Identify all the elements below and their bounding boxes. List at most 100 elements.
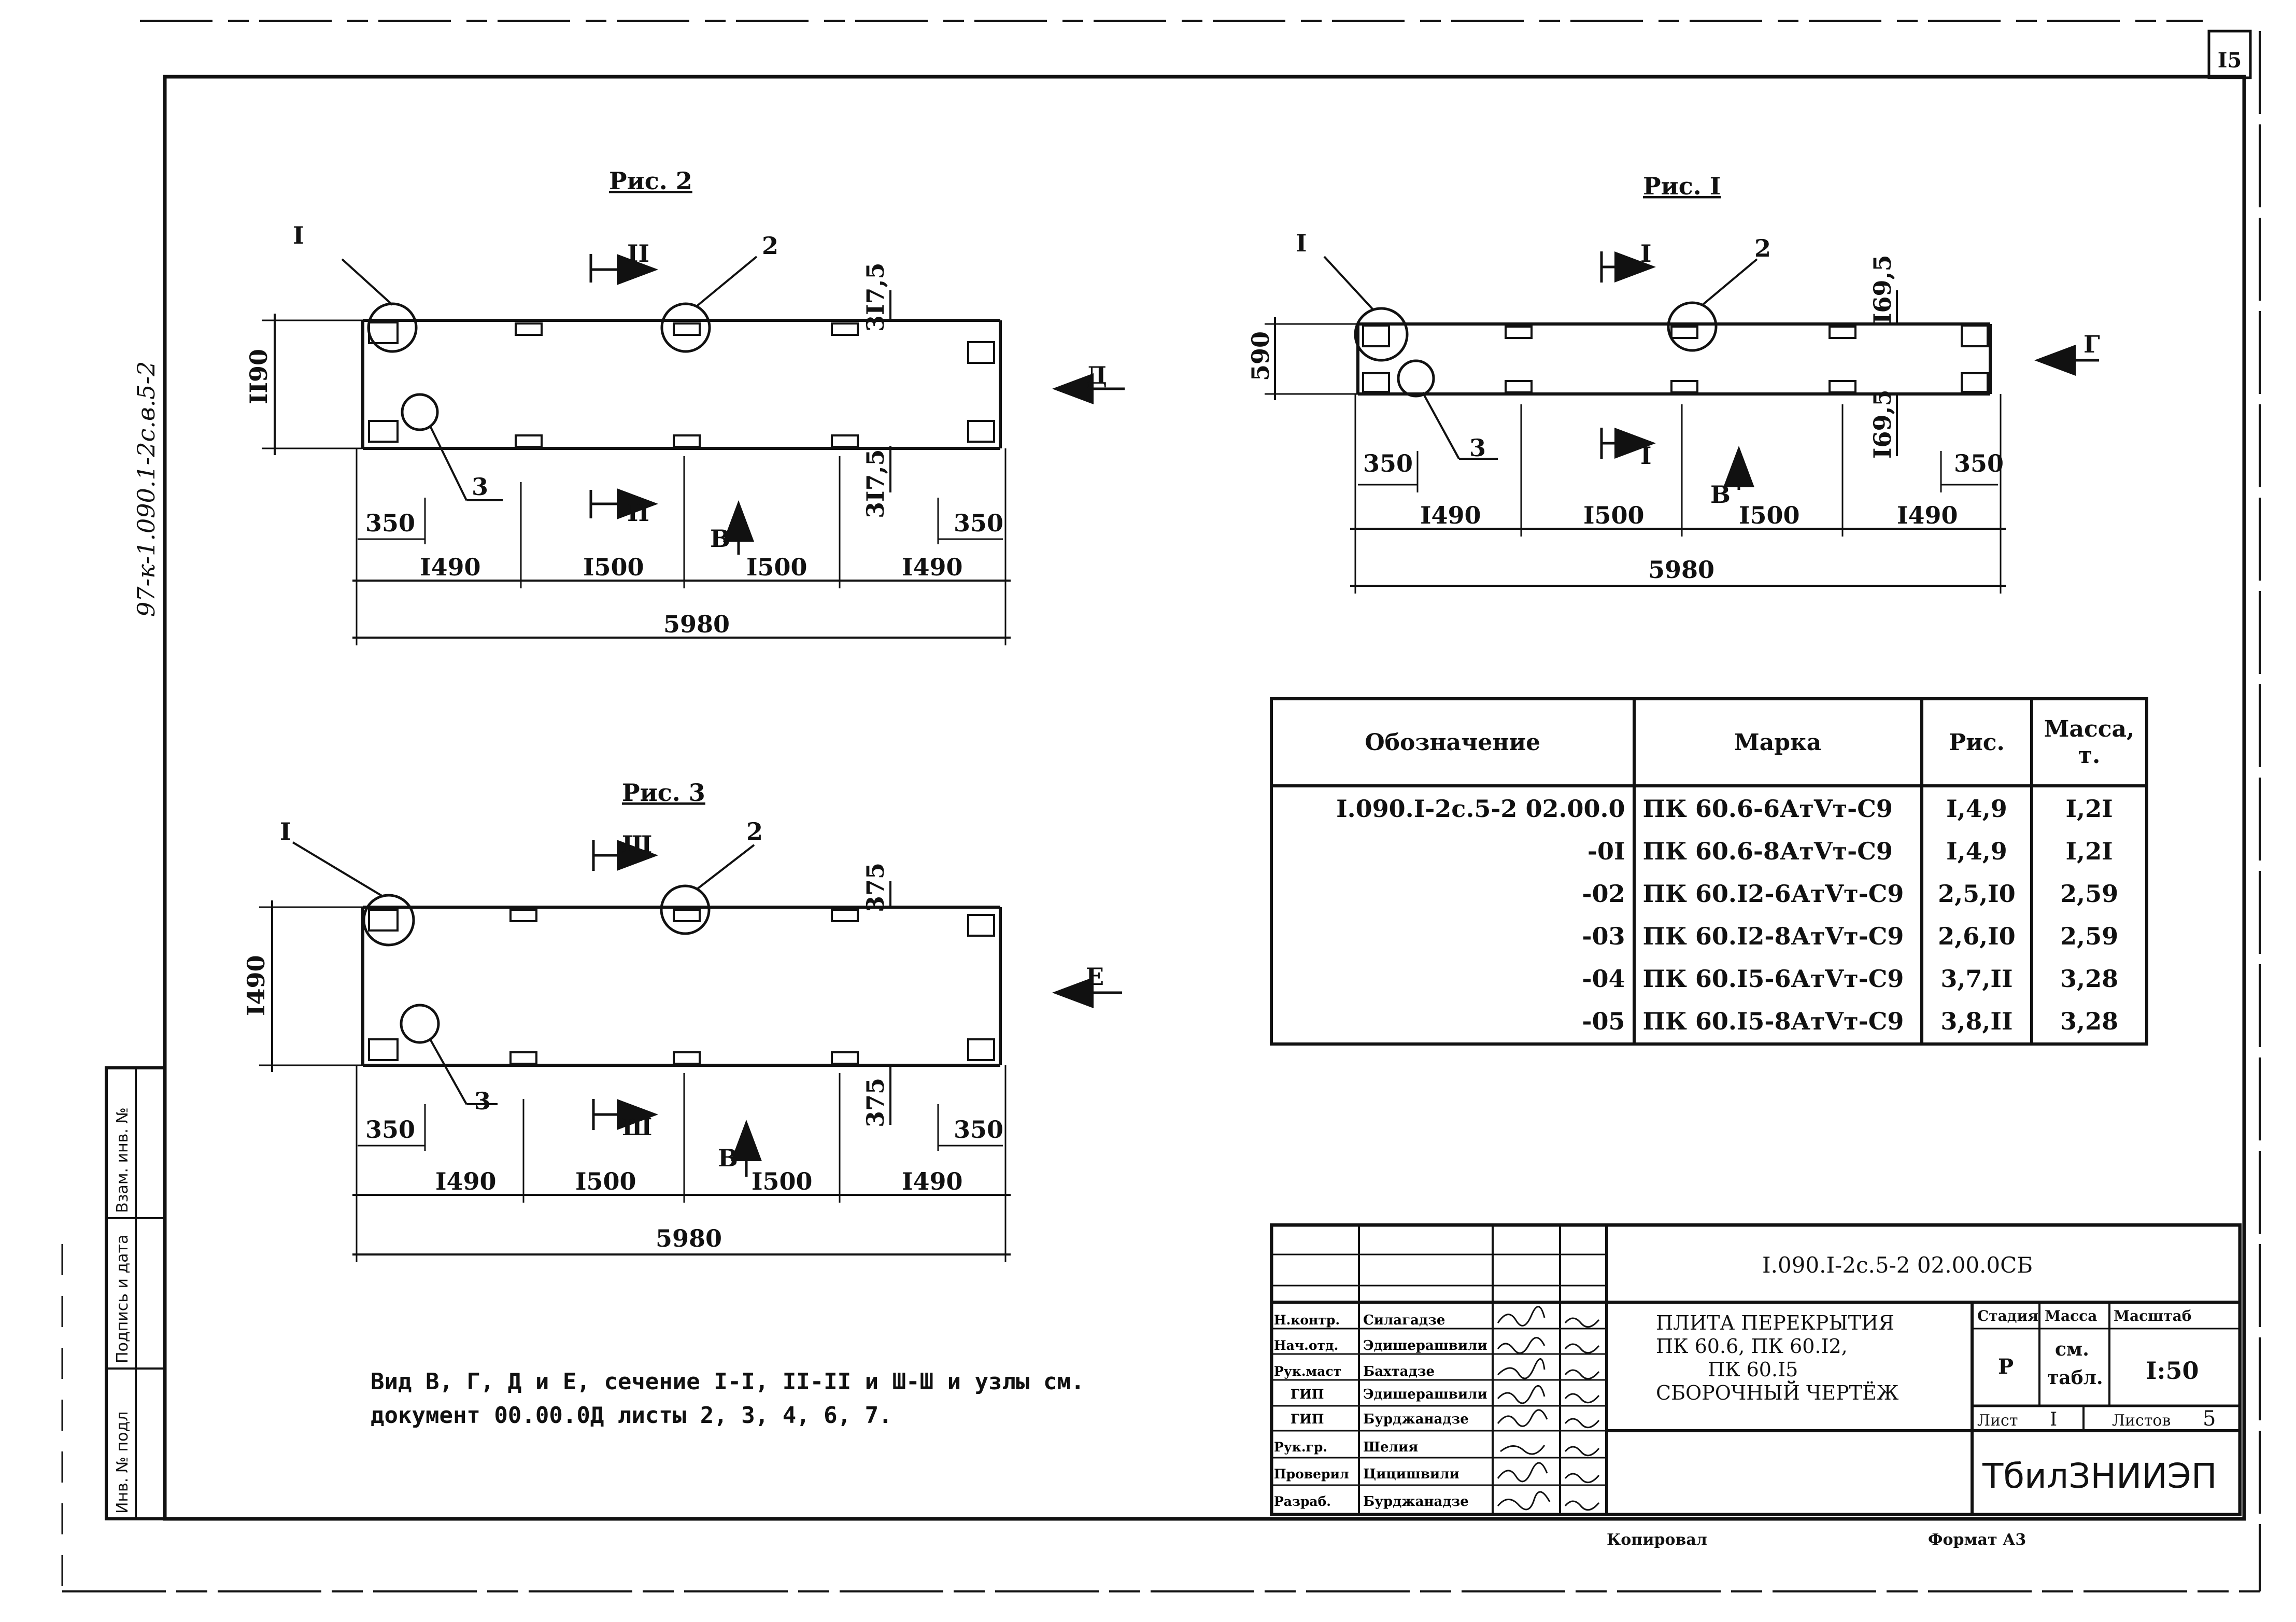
stage-label: Стадия: [1977, 1307, 2038, 1324]
role-name: Силагадзе: [1363, 1313, 1445, 1328]
figure-3-labels: Рис. 3 I 2 3 Ш Ш Е В I490 375 375 350 35…: [242, 779, 1104, 1252]
organization-name: ТбилЗНИИЭП: [1982, 1456, 2217, 1496]
fig1-total: 5980: [1648, 556, 1714, 584]
fig1-offset-top: I69,5: [1868, 255, 1896, 324]
sheet-value: I: [2050, 1409, 2057, 1430]
role-name: Шелия: [1363, 1440, 1418, 1455]
header-mass: Масса, т.: [2030, 697, 2148, 787]
fig2-callout-3: 3: [472, 473, 488, 501]
fig3-section-bottom: Ш: [622, 1113, 652, 1141]
row-figure: 3,7,II: [1920, 957, 2034, 1000]
fig3-total: 5980: [656, 1224, 722, 1252]
fig3-callout-2: 2: [746, 817, 763, 845]
role-label: Нач.отд.: [1274, 1338, 1338, 1353]
mass-label: Масса: [2045, 1307, 2097, 1324]
fig3-callout-1: I: [280, 817, 291, 845]
fig1-span-4: I490: [1897, 501, 1958, 529]
table-row: I.090.I-2с.5-2 02.00.0 ПК 60.6-6АтVт-С9 …: [1270, 786, 2148, 830]
stage-value: Р: [1998, 1355, 2014, 1379]
table-row: -0I ПК 60.6-8АтVт-С9 I,4,9 I,2I: [1270, 830, 2148, 872]
row-mass: 3,28: [2030, 957, 2148, 1000]
fig2-offset-top: 3I7,5: [861, 262, 889, 332]
fig3-offset-top: 375: [861, 863, 889, 912]
scale-label: Масштаб: [2114, 1307, 2191, 1324]
fig2-span-3: I500: [746, 553, 807, 581]
side-stamp: Инв. № подл Подпись и дата Взам. инв. №: [105, 1066, 166, 1520]
vertical-archive-code: 97-к-1.090.1-2с.в.5-2: [132, 361, 160, 617]
sheets-value: 5: [2203, 1407, 2216, 1431]
fig3-edge-right: 350: [954, 1116, 1003, 1144]
fig2-height-dim: II90: [245, 349, 273, 404]
row-mark: ПК 60.I2-6АтVт-С9: [1632, 872, 1923, 915]
side-stamp-replacement: Взам. инв. №: [114, 1107, 132, 1213]
fig2-section-bottom: II: [627, 499, 649, 527]
role-label: Рук.гр.: [1274, 1440, 1327, 1455]
role-label: Рук.маст: [1274, 1364, 1341, 1379]
fig2-span-1: I490: [420, 553, 481, 581]
table-header-row: Обозначение Марка Рис. Масса, т.: [1270, 697, 2148, 787]
drawing-note: Вид В, Г, Д и Е, сечение I-I, II-II и Ш-…: [371, 1369, 1085, 1429]
title-line-4: СБОРОЧНЫЙ ЧЕРТЁЖ: [1656, 1381, 1899, 1404]
fig2-total: 5980: [663, 610, 730, 638]
footer-copied: Копировал: [1607, 1531, 1707, 1549]
fig1-section-bottom: I: [1640, 442, 1652, 470]
fig1-span-1: I490: [1420, 501, 1481, 529]
row-designation: I.090.I-2с.5-2 02.00.0: [1270, 786, 1636, 830]
scale-value: I:50: [2146, 1357, 2199, 1385]
role-name: Бурджанадзе: [1363, 1412, 1469, 1427]
row-mark: ПК 60.I5-8АтVт-С9: [1632, 1000, 1923, 1046]
fig1-callout-2: 2: [1754, 234, 1771, 262]
row-designation: -02: [1270, 872, 1636, 915]
figure-2-labels: Рис. 2 I 2 3 II II Д В II90 3I7,5 3I7,5 …: [245, 167, 1107, 638]
side-stamp-signature: Подпись и дата: [114, 1235, 132, 1364]
header-figure: Рис.: [1920, 697, 2034, 787]
fig1-callout-3: 3: [1469, 434, 1486, 462]
title-block-roles: Н.контр. Силагадзе Нач.отд. Эдишерашвили…: [1274, 1313, 1487, 1510]
fig3-span-1: I490: [435, 1167, 497, 1195]
fig2-view-mark: Д: [1086, 361, 1107, 389]
fig2-edge-left: 350: [365, 509, 415, 537]
fig3-view-b: В: [718, 1144, 738, 1172]
fig2-view-b: В: [710, 525, 730, 553]
sheet-label: Лист: [1977, 1412, 2018, 1430]
row-figure: 2,6,I0: [1920, 915, 2034, 957]
role-name: Бахтадзе: [1363, 1364, 1435, 1379]
role-label: Н.контр.: [1274, 1313, 1340, 1328]
figure-1-labels: Рис. I I 2 3 I I Г В 590 I69,5 I69,5 350…: [1246, 172, 2100, 584]
figure-3: [259, 840, 1122, 1262]
mass-value-line-1: см.: [2055, 1338, 2089, 1360]
role-name: Бурджанадзе: [1363, 1494, 1469, 1510]
row-mass: 2,59: [2030, 915, 2148, 957]
title-line-1: ПЛИТА ПЕРЕКРЫТИЯ: [1656, 1311, 1894, 1334]
role-label: ГИП: [1291, 1387, 1324, 1402]
fig3-edge-left: 350: [365, 1116, 415, 1144]
fig1-offset-bottom: I69,5: [1868, 389, 1896, 459]
fig3-offset-bottom: 375: [861, 1078, 889, 1127]
role-label: ГИП: [1291, 1412, 1324, 1427]
row-figure: I,4,9: [1920, 830, 2034, 872]
fig2-section-top: II: [627, 239, 649, 267]
note-line-1: Вид В, Г, Д и Е, сечение I-I, II-II и Ш-…: [371, 1369, 1085, 1395]
fig3-span-3: I500: [752, 1167, 813, 1195]
table-row: -04 ПК 60.I5-6АтVт-С9 3,7,II 3,28: [1270, 957, 2148, 1000]
signature-scribbles: [1497, 1306, 1600, 1511]
footer-format: Формат А3: [1928, 1531, 2026, 1549]
fig1-section-top: I: [1640, 239, 1652, 267]
row-figure: 3,8,II: [1920, 1000, 2034, 1046]
fig3-section-top: Ш: [622, 830, 652, 858]
title-block: Н.контр. Силагадзе Нач.отд. Эдишерашвили…: [1270, 1223, 2242, 1516]
fig1-edge-right: 350: [1954, 449, 2004, 477]
role-label: Проверил: [1274, 1466, 1349, 1482]
row-figure: I,4,9: [1920, 786, 2034, 830]
row-designation: -05: [1270, 1000, 1636, 1046]
fig1-callout-1: I: [1296, 229, 1307, 257]
row-mark: ПК 60.6-6АтVт-С9: [1632, 786, 1923, 830]
fig1-title: Рис. I: [1643, 172, 1721, 200]
title-line-3: ПК 60.I5: [1708, 1358, 1798, 1381]
table-row: -03 ПК 60.I2-8АтVт-С9 2,6,I0 2,59: [1270, 915, 2148, 957]
sheet-frame: [61, 20, 2261, 1592]
fig3-span-4: I490: [902, 1167, 963, 1195]
row-figure: 2,5,I0: [1920, 872, 2034, 915]
specification-table: Обозначение Марка Рис. Масса, т. I.090.I…: [1270, 697, 2148, 1046]
